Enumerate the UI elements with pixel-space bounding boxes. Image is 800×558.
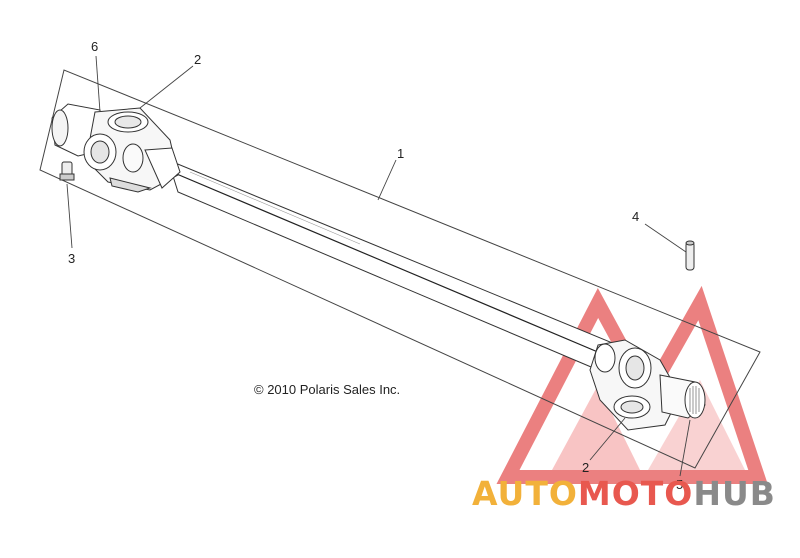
watermark-wordmark: AUTOMOTOHUB — [472, 474, 776, 513]
grease-fitting — [59, 161, 75, 181]
watermark-hub: HUB — [693, 474, 776, 513]
left-u-joint — [51, 103, 181, 193]
watermark-auto: AUTO — [472, 474, 578, 513]
callout-4: 4 — [632, 209, 639, 224]
watermark-triangle-inner — [552, 385, 640, 470]
watermark-moto: MOTO — [578, 474, 693, 513]
callout-2-top: 2 — [194, 52, 201, 67]
copyright-text: © 2010 Polaris Sales Inc. — [254, 382, 400, 397]
assembly-outline — [39, 69, 761, 469]
callout-2-bottom: 2 — [582, 460, 589, 475]
drive-shaft-tube — [167, 159, 616, 376]
callout-3: 3 — [68, 251, 75, 266]
callout-6: 6 — [91, 39, 98, 54]
watermark-triangle-inner-right — [648, 380, 745, 470]
right-u-joint — [589, 339, 706, 431]
callout-5: 5 — [676, 477, 683, 492]
leader-lines — [66, 55, 691, 477]
roll-pin — [685, 240, 695, 271]
callout-1: 1 — [397, 146, 404, 161]
